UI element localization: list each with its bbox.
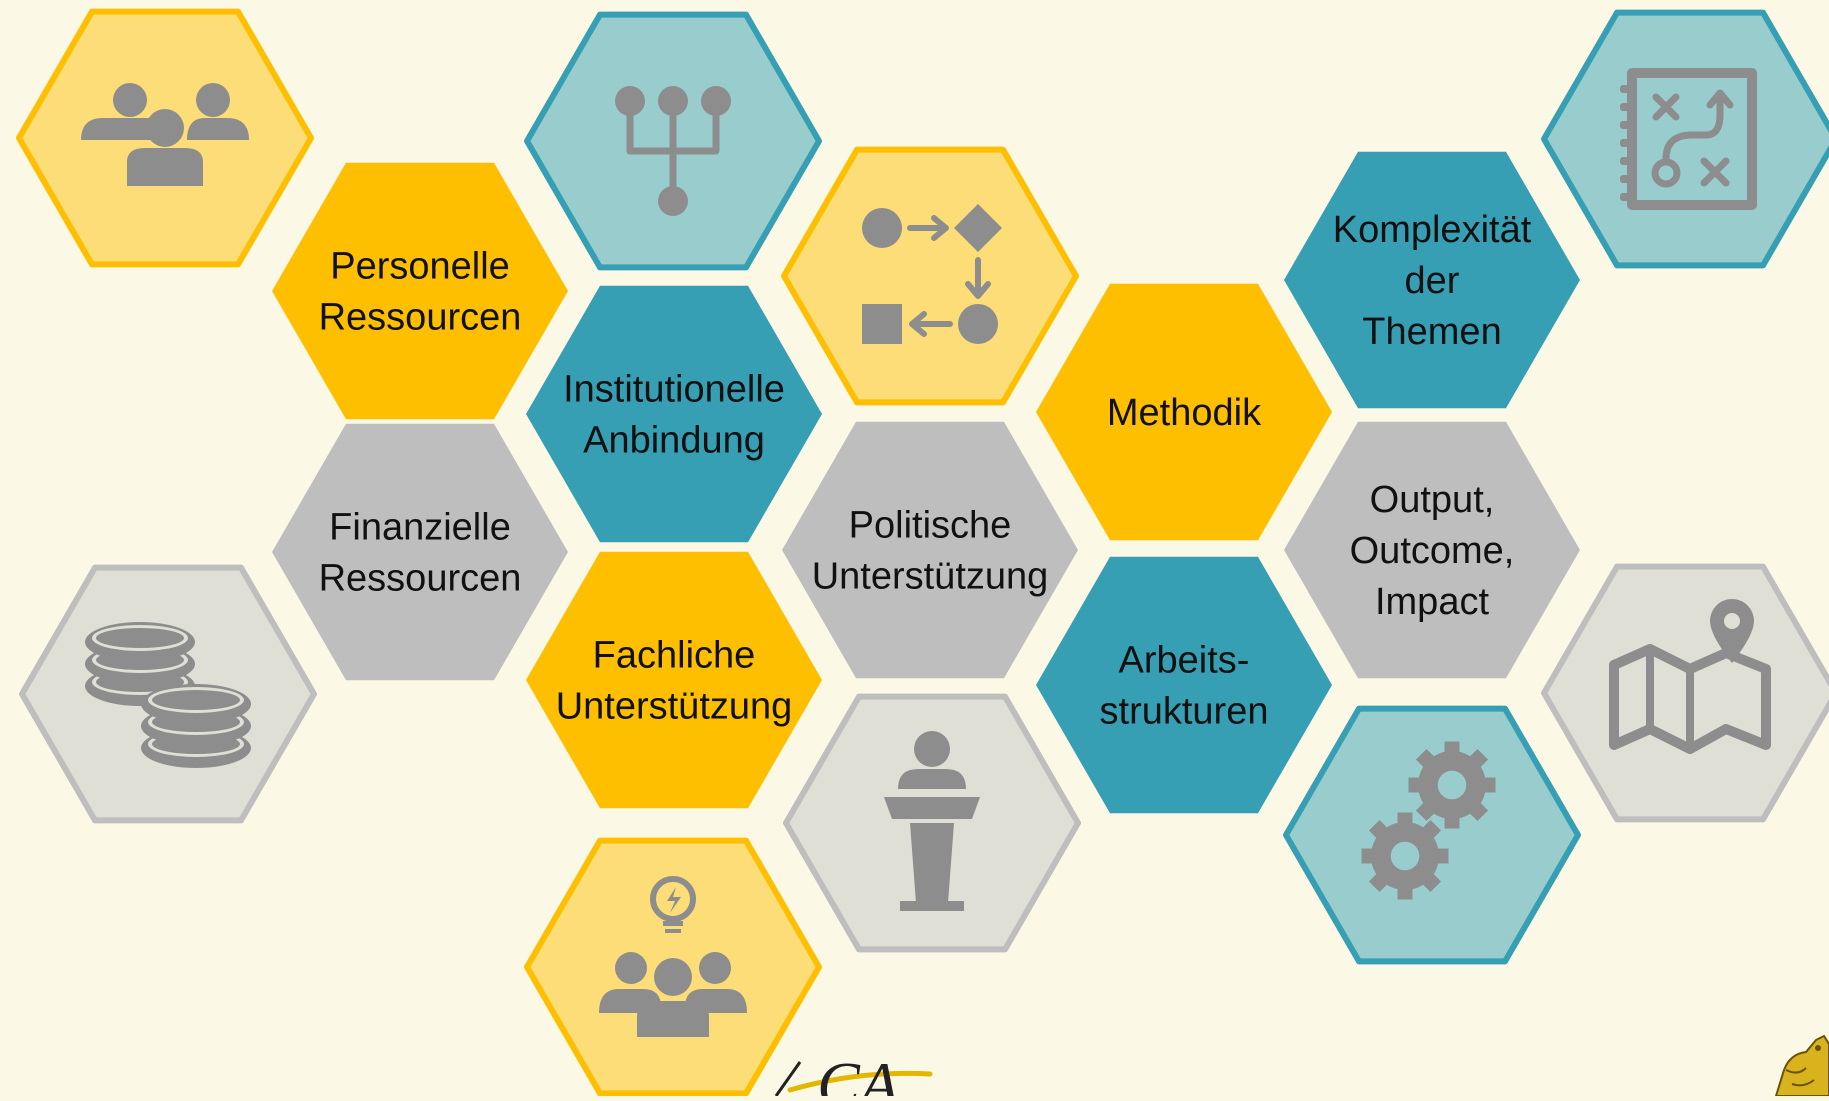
map-pin-icon bbox=[1609, 599, 1771, 754]
label-tile-text-line: Komplexität bbox=[1333, 209, 1532, 251]
label-tile-text-line: Arbeits- bbox=[1119, 640, 1250, 682]
icon-tile-gears bbox=[1283, 705, 1581, 965]
label-tile-hexagon bbox=[272, 423, 568, 681]
label-tile-text-line: Ressourcen bbox=[319, 558, 522, 600]
label-tile-text-line: Impact bbox=[1375, 581, 1489, 623]
label-tile-text-line: Anbindung bbox=[583, 420, 765, 462]
label-tile-hexagon bbox=[1036, 283, 1332, 541]
label-tile-hexagon bbox=[782, 421, 1078, 679]
label-tile-arbeitsstrukturen: Arbeits-strukturen bbox=[1036, 556, 1332, 814]
label-tile-hexagon bbox=[1036, 556, 1332, 814]
label-tile-text-line: Finanzielle bbox=[329, 507, 511, 549]
label-tile-text-line: Methodik bbox=[1107, 392, 1262, 434]
label-tile-text-line: Unterstützung bbox=[556, 686, 793, 728]
icon-tile-strategy-board bbox=[1541, 9, 1829, 269]
team-idea-icon bbox=[599, 876, 747, 1037]
label-tile-text-line: strukturen bbox=[1100, 691, 1269, 733]
label-tile-output-outcome-impact: Output, Outcome, Impact bbox=[1284, 421, 1580, 679]
icon-tile-hierarchy bbox=[524, 11, 822, 271]
footer-logo: CA bbox=[774, 1049, 933, 1101]
icon-tile-process-flow bbox=[781, 146, 1079, 406]
icon-tile-speaker-podium bbox=[783, 693, 1081, 953]
icon-tile-hexagon bbox=[781, 146, 1079, 406]
label-tile-hexagon bbox=[272, 162, 568, 420]
icon-tile-team-idea bbox=[524, 837, 822, 1096]
icon-tile-map-pin bbox=[1541, 563, 1829, 823]
strategy-board-icon bbox=[1620, 68, 1757, 210]
gears-icon bbox=[1361, 741, 1496, 900]
label-tile-methodik: Methodik bbox=[1036, 283, 1332, 541]
label-tile-hexagon bbox=[526, 551, 822, 809]
label-tile-text-line: Fachliche bbox=[593, 635, 756, 677]
label-tile-text-line: Unterstützung bbox=[812, 556, 1049, 598]
label-tile-text-line: Politische bbox=[849, 505, 1012, 547]
people-group-icon bbox=[81, 83, 249, 186]
speaker-podium-icon bbox=[884, 731, 980, 911]
icon-tile-people-group bbox=[16, 8, 314, 268]
label-tile-text-line: Personelle bbox=[330, 246, 510, 288]
label-tile-hexagon bbox=[1284, 421, 1580, 679]
label-tile-text-line: Institutionelle bbox=[563, 369, 785, 411]
label-tile-text-line: Ressourcen bbox=[319, 297, 522, 339]
footer-logo-text: CA bbox=[817, 1049, 900, 1096]
coins-icon bbox=[85, 622, 251, 768]
label-tile-text-line: Output, bbox=[1370, 479, 1495, 521]
hierarchy-icon bbox=[615, 86, 731, 216]
label-tile-text-line: Themen bbox=[1362, 311, 1501, 353]
icon-tile-hexagon bbox=[1541, 9, 1829, 269]
process-flow-icon bbox=[862, 204, 1002, 344]
label-tile-hexagon bbox=[526, 285, 822, 543]
label-tile-text-line: der bbox=[1405, 260, 1460, 302]
label-tile-hexagon bbox=[1284, 151, 1580, 409]
icon-tile-coins bbox=[19, 564, 317, 824]
label-tile-text-line: Outcome, bbox=[1350, 530, 1515, 572]
coat-of-arms-icon bbox=[1774, 1034, 1829, 1097]
